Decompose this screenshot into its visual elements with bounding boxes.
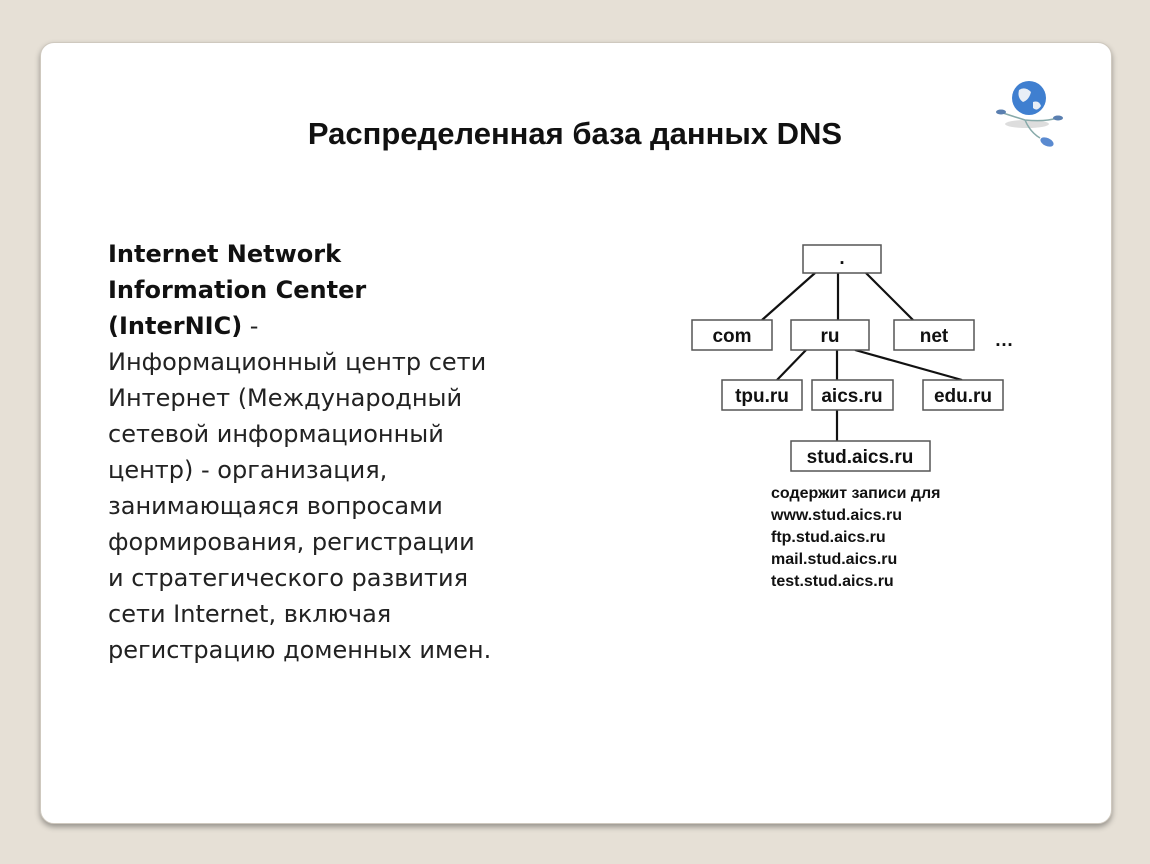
node-com: com xyxy=(691,319,773,351)
bold-line: Internet Network xyxy=(108,240,342,268)
record-line: mail.stud.aics.ru xyxy=(771,551,897,568)
record-line: test.stud.aics.ru xyxy=(771,573,894,590)
node-ru: ru xyxy=(790,319,870,351)
globe-mouse-icon xyxy=(995,72,1065,157)
text-line: Интернет (Международный xyxy=(108,384,463,412)
text-line: сетевой информационный xyxy=(108,420,444,448)
text-line: и стратегического развития xyxy=(108,564,468,592)
tree-edges xyxy=(761,272,963,441)
svg-text:aics.ru: aics.ru xyxy=(821,386,882,407)
text-line: регистрацию доменных имен. xyxy=(108,636,492,664)
node-stud-aics-ru: stud.aics.ru xyxy=(790,440,931,472)
svg-text:…: … xyxy=(995,330,1014,351)
bold-line: (InterNIC) xyxy=(108,312,243,340)
svg-text:tpu.ru: tpu.ru xyxy=(735,386,789,407)
svg-text:ru: ru xyxy=(821,326,840,347)
node-aics-ru: aics.ru xyxy=(811,379,894,411)
record-line: ftp.stud.aics.ru xyxy=(771,529,886,546)
record-line: www.stud.aics.ru xyxy=(770,507,902,524)
text-line: формирования, регистрации xyxy=(108,528,475,556)
svg-text:com: com xyxy=(712,326,751,347)
node-tpu-ru: tpu.ru xyxy=(721,379,803,411)
node-edu-ru: edu.ru xyxy=(922,379,1004,411)
text-line: Информационный центр сети xyxy=(108,348,487,376)
records-caption: содержит записи для xyxy=(771,485,941,502)
dash: - xyxy=(242,312,259,340)
node-net: net xyxy=(893,319,975,351)
slide xyxy=(40,42,1112,824)
text-line: сети Internet, включая xyxy=(108,600,392,628)
bold-line: Information Center xyxy=(108,276,367,304)
slide-title: Распределенная база данных DNS xyxy=(307,116,843,151)
svg-text:.: . xyxy=(839,248,844,269)
svg-text:edu.ru: edu.ru xyxy=(934,386,992,407)
text-line: центр) - организация, xyxy=(108,456,388,484)
svg-text:net: net xyxy=(920,326,949,347)
node-root: . xyxy=(802,244,882,274)
text-line: занимающаяся вопросами xyxy=(108,492,443,520)
internic-description: Internet Network Information Center (Int… xyxy=(108,236,668,668)
svg-text:stud.aics.ru: stud.aics.ru xyxy=(807,447,914,468)
more-ellipsis: … xyxy=(995,330,1014,351)
